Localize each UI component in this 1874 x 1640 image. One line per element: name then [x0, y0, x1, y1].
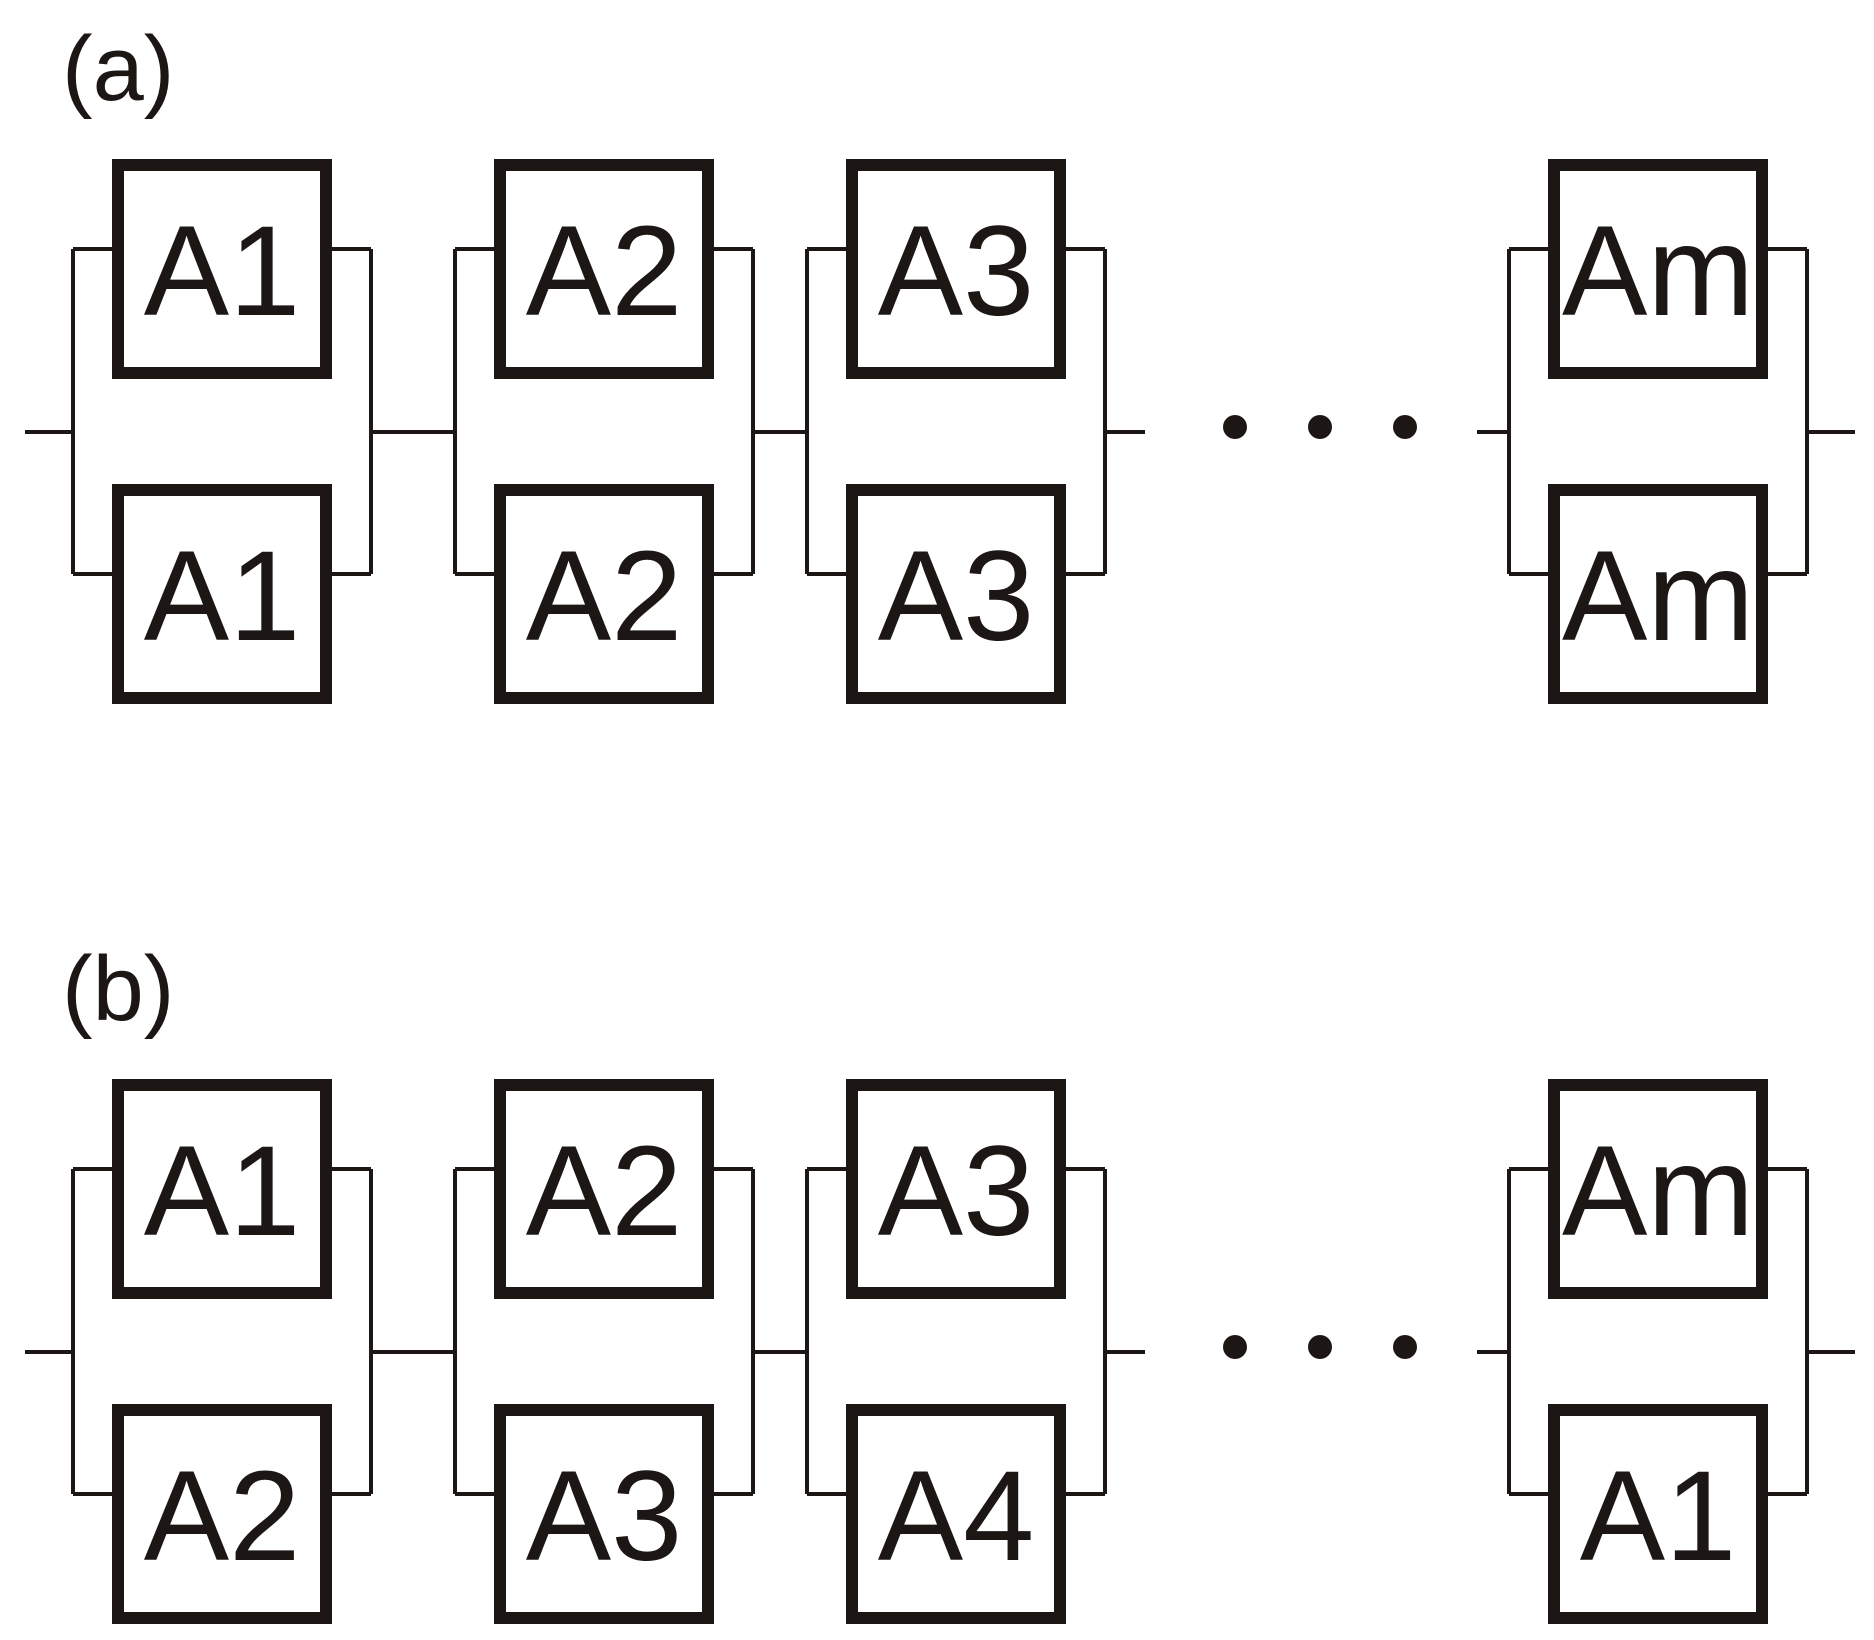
ellipsis-dot: [1393, 1335, 1417, 1359]
component-label: A4: [878, 1445, 1035, 1588]
ellipsis-dot: [1308, 415, 1332, 439]
component-label: A1: [144, 200, 301, 343]
component-box: [1548, 1079, 1768, 1299]
component-box: [112, 1079, 332, 1299]
component-box: [846, 159, 1066, 379]
component-box: [494, 1079, 714, 1299]
component-box: [494, 1404, 714, 1624]
component-label: A1: [144, 525, 301, 668]
component-box: [494, 159, 714, 379]
component-label: A3: [878, 525, 1035, 668]
ellipsis-dot: [1308, 1335, 1332, 1359]
component-label: A2: [144, 1445, 301, 1588]
component-label: A2: [526, 525, 683, 668]
component-label: A1: [144, 1120, 301, 1263]
component-box: [112, 1404, 332, 1624]
component-box: [846, 484, 1066, 704]
component-box: [112, 159, 332, 379]
component-box: [494, 484, 714, 704]
component-box: [846, 1404, 1066, 1624]
component-box: [846, 1079, 1066, 1299]
component-box: [1548, 484, 1768, 704]
ellipsis-dot: [1393, 415, 1417, 439]
component-label: A2: [526, 200, 683, 343]
component-box: [1548, 1404, 1768, 1624]
component-label: A3: [878, 200, 1035, 343]
ellipsis-dot: [1223, 415, 1247, 439]
component-label: A3: [878, 1120, 1035, 1263]
panel-label: (a): [62, 18, 174, 120]
panel-label: (b): [62, 938, 174, 1040]
component-label: Am: [1562, 525, 1754, 668]
component-label: A2: [526, 1120, 683, 1263]
component-label: Am: [1562, 200, 1754, 343]
ellipsis-dot: [1223, 1335, 1247, 1359]
component-label: Am: [1562, 1120, 1754, 1263]
component-box: [1548, 159, 1768, 379]
component-label: A1: [1580, 1445, 1737, 1588]
component-label: A3: [526, 1445, 683, 1588]
component-box: [112, 484, 332, 704]
